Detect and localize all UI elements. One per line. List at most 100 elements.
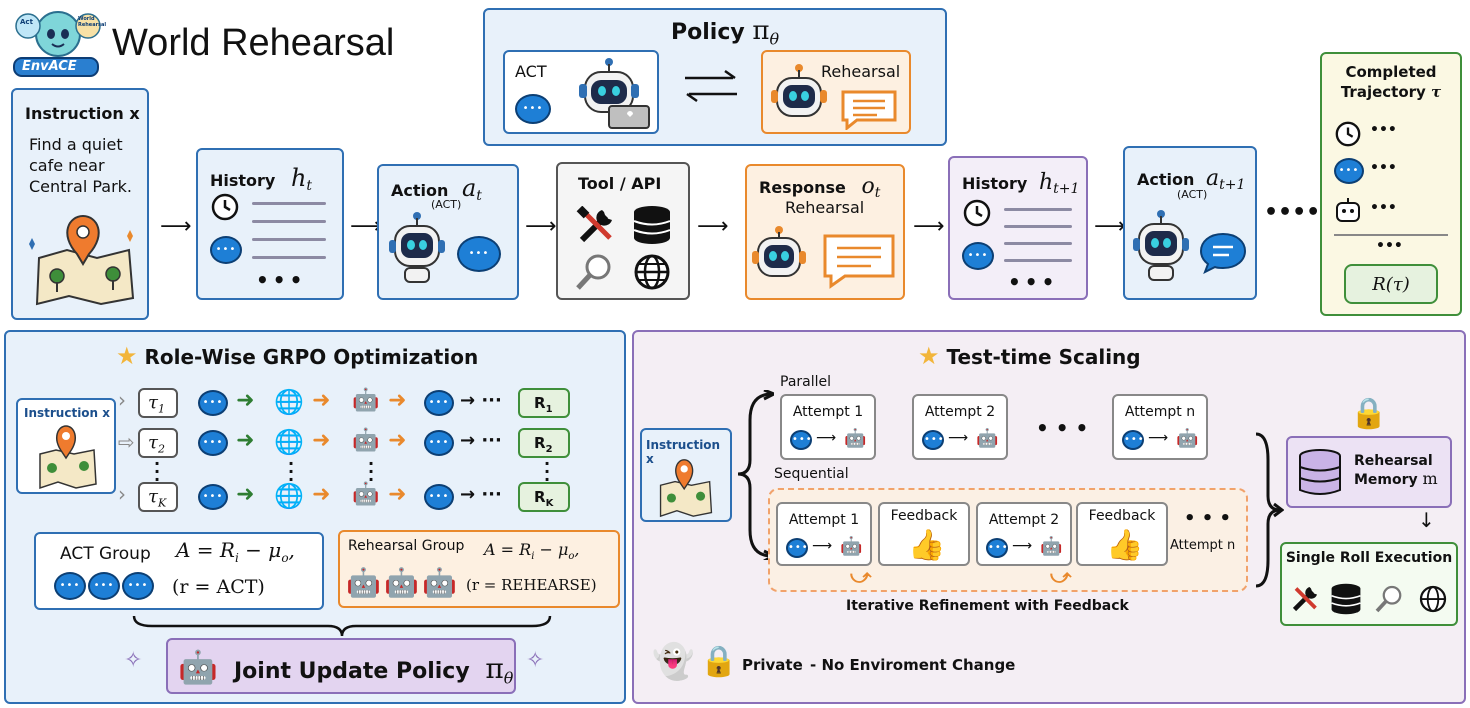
seq-attempt-2: Attempt 2 ⟶ 🤖: [976, 502, 1072, 566]
action-t1-box: Action at+1 (ACT): [1123, 146, 1257, 300]
policy-act-card: ACT: [503, 50, 659, 134]
brace: [132, 615, 552, 637]
vertical-dots: ···: [368, 454, 375, 489]
single-roll-box: Single Roll Execution: [1280, 542, 1458, 626]
attempt-label: Attempt 1: [788, 512, 860, 528]
globe-icon: 🌐: [274, 388, 304, 416]
completed-dots: •••: [1370, 200, 1397, 216]
robot-icon: [389, 212, 445, 283]
row-tail: → ···: [460, 390, 502, 411]
history-t1-title: History ht+1: [962, 170, 1080, 198]
chat-bubble-icon: [1334, 158, 1364, 184]
action-t-box: Action at (ACT): [377, 164, 519, 300]
clock-icon: [1335, 121, 1361, 147]
globe-icon: 🌐: [274, 428, 304, 456]
star-icon: ★: [116, 342, 138, 370]
rehearsal-group-box: Rehearsal Group A = Ri − μo, 🤖 🤖 🤖 (r = …: [338, 530, 620, 608]
chat-bubble-icon: [198, 390, 228, 416]
clock-icon: [211, 193, 239, 221]
robot-icon: 🤖: [1176, 428, 1199, 449]
chat-bubble-icon: [515, 94, 551, 124]
logo-brand: EnvACE: [22, 59, 77, 74]
logo: Act World Rehearsal EnvACE: [8, 4, 106, 78]
map-pin-icon: [659, 459, 713, 518]
rehearsal-memory-box: Rehearsal Memory m: [1286, 436, 1452, 508]
chat-bubble-icon: [122, 572, 154, 600]
right-brace: [1255, 432, 1284, 588]
feedback-label: Feedback: [1088, 508, 1156, 524]
memory-label: Rehearsal Memory m: [1354, 453, 1438, 488]
vertical-dots: ···: [154, 454, 161, 489]
instruction-text: Find a quiet cafe near Central Park.: [29, 135, 133, 196]
policy-rehearsal-card: Rehearsal: [761, 50, 911, 134]
response-box: Response ot Rehearsal: [745, 164, 905, 300]
private-label: Private: [742, 656, 803, 674]
reward-box: R1: [518, 388, 570, 418]
feedback-label: Feedback: [890, 508, 958, 524]
row-tail: → ···: [460, 430, 502, 451]
rehearsal-group-cond: (r = REHEARSE): [466, 576, 597, 594]
history-line: [252, 256, 326, 259]
act-group-formula: A = Ri − μo,: [176, 538, 295, 565]
action-t1-note: (ACT): [1177, 188, 1208, 201]
tts-instruction-label: Instruction x: [646, 438, 721, 466]
seq-feedback-2: Feedback 👍: [1076, 502, 1168, 566]
joint-update-box: 🤖 Joint Update Policy πθ: [166, 638, 516, 694]
chat-bubble-icon: [922, 430, 944, 450]
instruction-box: Instruction x Find a quiet cafe near Cen…: [11, 88, 149, 320]
map-pin-icon: [39, 425, 97, 490]
vertical-dots: ···: [544, 454, 551, 489]
chat-bubble-icon: [198, 484, 228, 510]
chat-bubble-icon: [424, 484, 454, 510]
chat-bubble-icon: [424, 430, 454, 456]
response-note: Rehearsal: [785, 198, 865, 217]
seq-ellipsis: • • •: [1184, 508, 1232, 529]
sparkle-icon: ✧: [526, 648, 545, 673]
flow-arrow: ⟶: [697, 214, 729, 239]
flow-arrow: ⟶: [1094, 214, 1126, 239]
robot-icon: 🤖: [346, 566, 381, 599]
globe-icon: [1419, 585, 1447, 613]
history-line: [1004, 208, 1072, 211]
row-tail: → ···: [460, 484, 502, 505]
robot-icon: 🤖: [844, 428, 867, 449]
star-icon: ★: [918, 342, 940, 370]
parallel-attempt-2: Attempt 2 ⟶ 🤖: [912, 394, 1008, 460]
single-roll-label: Single Roll Execution: [1285, 550, 1453, 566]
robot-icon: [752, 226, 806, 277]
refine-label: Iterative Refinement with Feedback: [846, 598, 1129, 614]
chat-bubble-icon: [88, 572, 120, 600]
tau-box: τ1: [138, 388, 178, 418]
action-t1-title: Action at+1: [1137, 166, 1246, 194]
completed-dots: •••: [1370, 160, 1397, 176]
completed-dots: •••: [1370, 122, 1397, 138]
history-line: [252, 202, 326, 205]
arrow-orange: ➜: [388, 482, 407, 507]
database-icon: [633, 206, 671, 244]
down-arrow: ↓: [1418, 508, 1435, 532]
grpo-row: ⇨ τ2 ➜ 🌐 ➜ 🤖 ➜ → ··· R2: [118, 428, 578, 460]
search-icon: [576, 254, 611, 290]
thumbs-up-icon: 👍: [1106, 528, 1144, 563]
flow-arrow: ⟶: [350, 214, 382, 239]
tts-instruction-box: Instruction x: [640, 428, 732, 522]
logo-small-text-1: Act: [20, 18, 33, 26]
tool-api-title: Tool / API: [578, 174, 662, 193]
arrow-green: ➜: [236, 428, 255, 453]
refine-arrow: ⤻: [850, 564, 872, 588]
chat-bubble-icon: [786, 538, 808, 558]
arrow-green: ➜: [236, 388, 255, 413]
refine-arrow: ⤻: [1050, 564, 1072, 588]
chat-bubble-icon: [962, 242, 994, 270]
joint-update-label: Joint Update Policy πθ: [234, 652, 514, 688]
history-ellipsis: •••: [256, 268, 307, 292]
history-line: [1004, 259, 1072, 262]
completed-title: Completed Trajectory τ: [1340, 63, 1442, 101]
tau-box: τK: [138, 482, 178, 512]
grpo-instruction-label: Instruction x: [24, 406, 111, 420]
act-group-cond: (r = ACT): [172, 576, 265, 598]
robot-icon: 🤖: [352, 388, 380, 413]
ghost-icon: 👻: [652, 642, 695, 682]
clock-icon: [963, 199, 991, 227]
completed-divider: [1334, 234, 1448, 236]
